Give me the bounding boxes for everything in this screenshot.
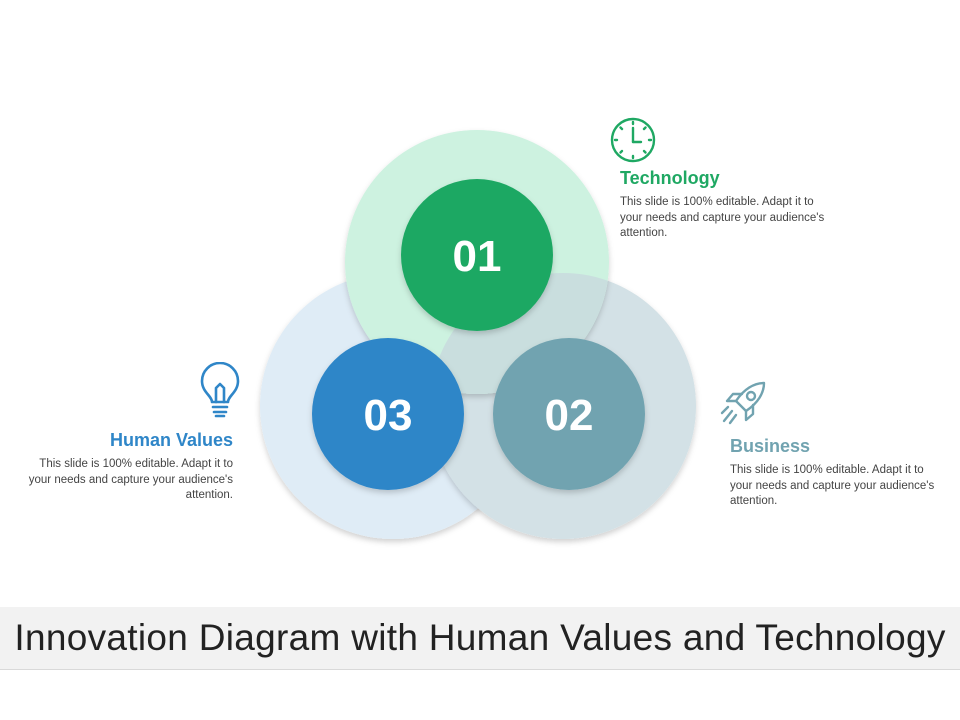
slide-title: Innovation Diagram with Human Values and… xyxy=(14,617,946,658)
human-values-number: 03 xyxy=(364,391,413,440)
business-number: 02 xyxy=(545,391,594,440)
business-number-circle xyxy=(493,338,645,490)
overlap-region xyxy=(430,273,609,394)
business-body: This slide is 100% editable. Adapt it to… xyxy=(730,464,935,507)
technology-body: This slide is 100% editable. Adapt it to… xyxy=(620,196,825,239)
technology-number-circle xyxy=(401,179,553,331)
lightbulb-icon xyxy=(200,362,240,418)
human-values-number-circle xyxy=(312,338,464,490)
business-heading: Business xyxy=(730,436,811,456)
technology-number: 01 xyxy=(453,232,502,281)
business-node: 02 xyxy=(493,338,645,490)
title-band: Innovation Diagram with Human Values and… xyxy=(0,607,960,670)
clock-icon xyxy=(610,117,656,163)
human-values-heading: Human Values xyxy=(109,430,233,450)
rocket-icon xyxy=(720,381,766,425)
venn-diagram: 01 03 02 xyxy=(260,130,696,539)
technology-heading: Technology xyxy=(620,168,720,188)
human-values-description: Human Values This slide is 100% editable… xyxy=(28,430,233,504)
human-values-node: 03 xyxy=(312,338,464,490)
human-values-body: This slide is 100% editable. Adapt it to… xyxy=(28,458,233,501)
technology-node: 01 xyxy=(401,179,553,331)
technology-description: Technology This slide is 100% editable. … xyxy=(620,168,825,242)
business-description: Business This slide is 100% editable. Ad… xyxy=(730,436,935,510)
